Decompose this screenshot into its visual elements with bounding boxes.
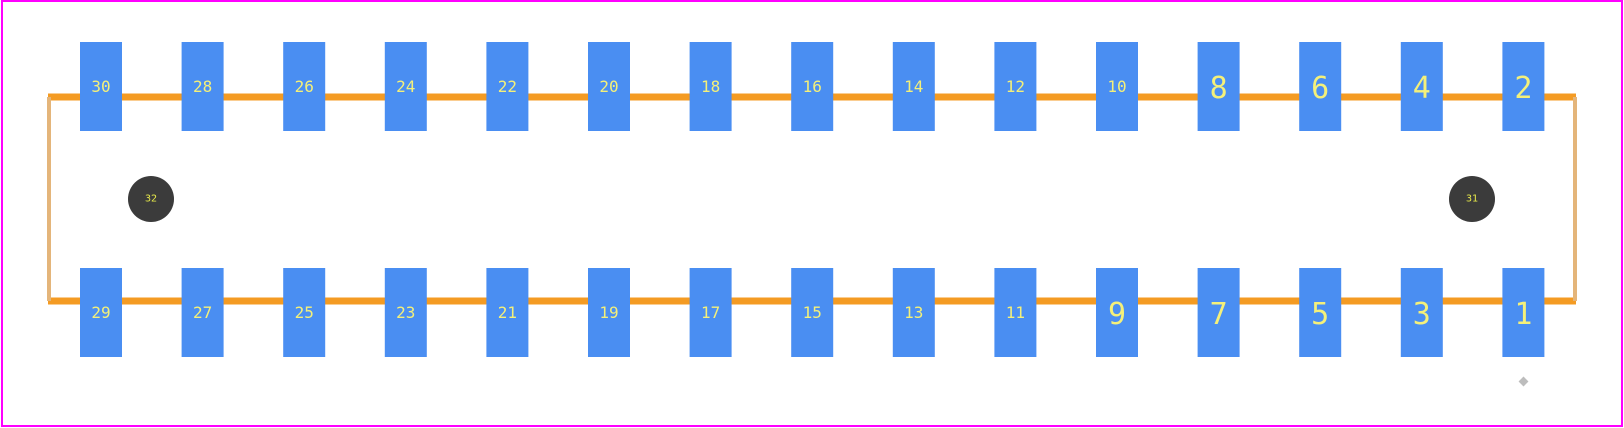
pad-label-5: 5 xyxy=(1311,297,1329,332)
pad-23 xyxy=(384,268,427,357)
pad-22 xyxy=(486,42,529,131)
pad-4 xyxy=(1400,42,1443,131)
pad-15 xyxy=(791,268,834,357)
pad-label-19: 19 xyxy=(599,303,618,322)
pad-9 xyxy=(1096,268,1138,357)
pad-12 xyxy=(994,42,1037,131)
pad-label-29: 29 xyxy=(91,303,110,322)
pad-label-9: 9 xyxy=(1108,297,1126,332)
bottom-pad-row: 29 27 25 23 21 19 17 15 13 11 9 7 5 3 1 xyxy=(80,268,1545,357)
pad-25 xyxy=(283,268,326,357)
pad-label-8: 8 xyxy=(1210,71,1228,106)
pad-label-28: 28 xyxy=(193,77,212,96)
pad-18 xyxy=(689,42,732,131)
pad-8 xyxy=(1197,42,1240,131)
mount-holes: 32 31 xyxy=(128,176,1495,222)
pad-3 xyxy=(1400,268,1443,357)
pad-7 xyxy=(1197,268,1240,357)
pad-19 xyxy=(588,268,630,357)
mount-hole-label-32: 32 xyxy=(145,194,157,205)
pad-label-11: 11 xyxy=(1006,303,1025,322)
top-pad-row: 30 28 26 24 22 20 18 16 14 12 10 8 6 4 2 xyxy=(80,42,1545,131)
pad-label-27: 27 xyxy=(193,303,212,322)
pad-label-10: 10 xyxy=(1107,77,1126,96)
mount-hole-31 xyxy=(1449,176,1495,222)
pad-28 xyxy=(181,42,224,131)
pad-21 xyxy=(486,268,529,357)
pad-1 xyxy=(1502,268,1545,357)
pad-label-24: 24 xyxy=(396,77,415,96)
pad-label-2: 2 xyxy=(1514,71,1532,106)
pad-label-15: 15 xyxy=(803,303,822,322)
pad-label-17: 17 xyxy=(701,303,720,322)
pad-label-23: 23 xyxy=(396,303,415,322)
pad-13 xyxy=(892,268,935,357)
mount-hole-32 xyxy=(128,176,174,222)
pad-16 xyxy=(791,42,834,131)
pad-label-1: 1 xyxy=(1514,297,1532,332)
pad-label-4: 4 xyxy=(1413,71,1431,106)
mount-hole-label-31: 31 xyxy=(1466,194,1478,205)
pad-label-25: 25 xyxy=(295,303,314,322)
pad-26 xyxy=(283,42,326,131)
pad-30 xyxy=(80,42,122,131)
pad-17 xyxy=(689,268,732,357)
pad-label-21: 21 xyxy=(498,303,517,322)
pad-29 xyxy=(80,268,122,357)
pad-label-3: 3 xyxy=(1413,297,1431,332)
pad-24 xyxy=(384,42,427,131)
pad-label-6: 6 xyxy=(1311,71,1329,106)
pad-label-14: 14 xyxy=(904,77,923,96)
pad-label-13: 13 xyxy=(904,303,923,322)
pad-label-20: 20 xyxy=(599,77,618,96)
pad-27 xyxy=(181,268,224,357)
pad-label-30: 30 xyxy=(91,77,110,96)
pad-label-7: 7 xyxy=(1210,297,1228,332)
origin-marker xyxy=(1518,376,1529,387)
pad-label-18: 18 xyxy=(701,77,720,96)
pad-label-22: 22 xyxy=(498,77,517,96)
pad-label-16: 16 xyxy=(803,77,822,96)
pad-5 xyxy=(1299,268,1342,357)
pad-label-26: 26 xyxy=(295,77,314,96)
pad-10 xyxy=(1096,42,1138,131)
pad-2 xyxy=(1502,42,1545,131)
pad-14 xyxy=(892,42,935,131)
pad-20 xyxy=(588,42,630,131)
pad-11 xyxy=(994,268,1037,357)
pad-label-12: 12 xyxy=(1006,77,1025,96)
pad-6 xyxy=(1299,42,1342,131)
